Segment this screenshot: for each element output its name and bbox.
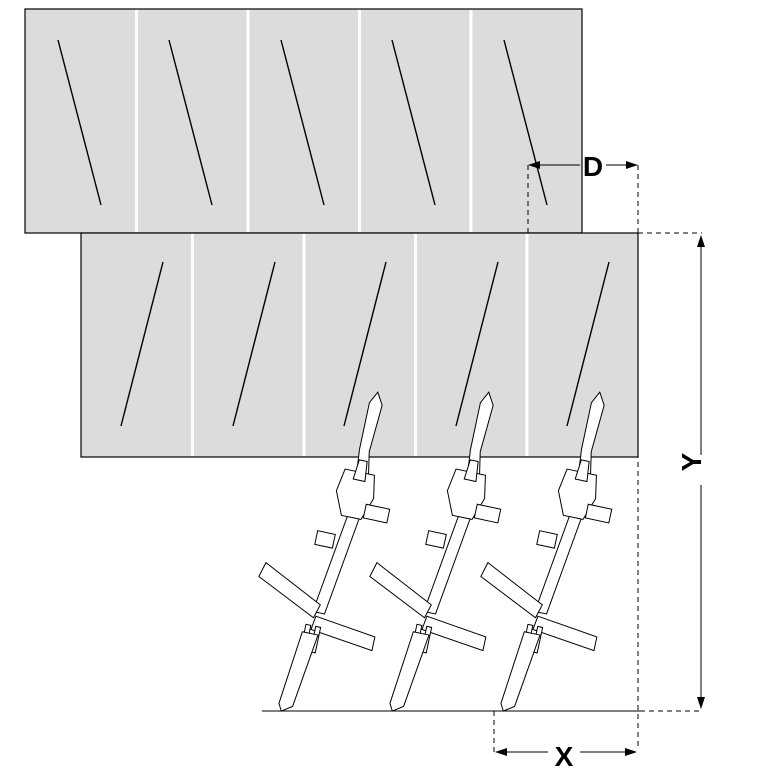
- extension-lines: [493, 165, 702, 756]
- top-cell-slash: [391, 39, 436, 206]
- bottom-cell-slash: [455, 261, 499, 427]
- top-panel-background: [24, 8, 583, 234]
- bottom-cell-slash: [343, 261, 387, 427]
- dimension-d: D: [528, 151, 638, 182]
- dimension-y: Y: [676, 235, 716, 709]
- top-cell-slash: [503, 39, 548, 206]
- top-cell-slash: [168, 39, 213, 206]
- bottom-panel-background: [80, 232, 639, 458]
- bottom-panel-row: [80, 232, 639, 458]
- y-label-background: [686, 455, 716, 485]
- bottom-cell-slash: [120, 261, 164, 427]
- d-label: D: [583, 151, 603, 182]
- top-cell-slash: [280, 39, 325, 206]
- bottom-cell-slash: [232, 261, 276, 427]
- bottom-cell-slash: [566, 261, 610, 427]
- top-cell-slash: [57, 39, 102, 206]
- x-label: X: [555, 741, 574, 772]
- y-label: Y: [676, 452, 707, 471]
- dimension-x: X: [495, 741, 637, 772]
- top-panel-row: [24, 8, 583, 234]
